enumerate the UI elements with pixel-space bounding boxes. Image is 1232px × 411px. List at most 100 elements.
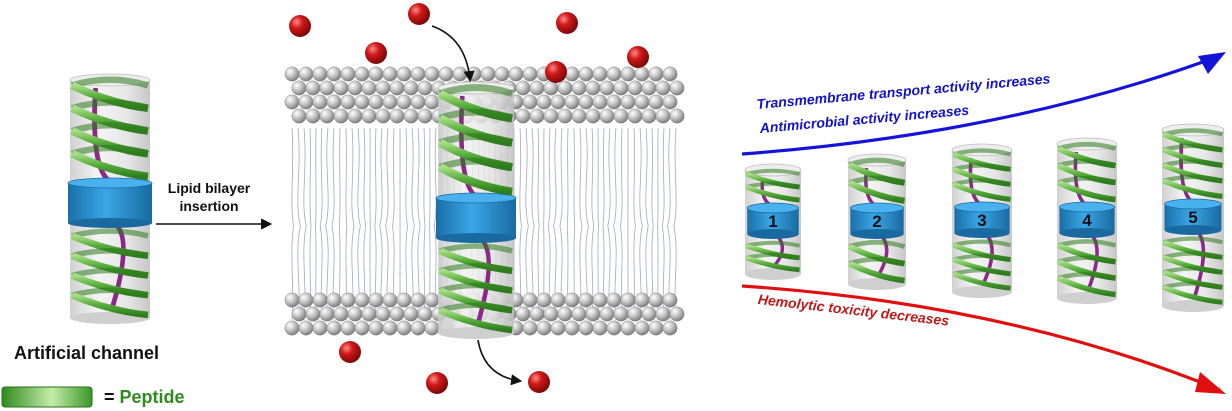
- lipid-head: [305, 80, 321, 96]
- lipid-head: [592, 94, 608, 110]
- lipid-head: [578, 66, 594, 82]
- lipid-head: [662, 94, 678, 110]
- lipid-tail: [620, 127, 623, 321]
- lipid-head: [606, 66, 622, 82]
- artificial-channel: [67, 73, 153, 324]
- ion: [556, 12, 578, 34]
- lipid-head: [389, 306, 405, 322]
- lipid-head: [410, 320, 426, 336]
- lipid-head: [396, 320, 412, 336]
- helix-back-strand: [71, 267, 149, 279]
- lipid-tail: [357, 127, 361, 321]
- artificial-channel: [435, 81, 517, 339]
- helix-back-strand: [953, 253, 1011, 262]
- helix-back-strand: [1057, 255, 1117, 264]
- channel-title: Artificial channel: [14, 343, 160, 363]
- lipid-head: [284, 320, 300, 336]
- lipid-tail: [423, 127, 426, 321]
- lipid-head: [410, 66, 426, 82]
- lipid-head: [655, 108, 671, 124]
- legend-equals: =: [104, 387, 120, 407]
- lipid-head: [585, 108, 601, 124]
- lipid-head: [284, 66, 300, 82]
- lipid-head: [515, 108, 531, 124]
- lipid-head: [627, 108, 643, 124]
- helix-back-strand: [953, 268, 1011, 276]
- lipid-tail: [547, 127, 551, 321]
- lipid-head: [599, 80, 615, 96]
- lipid-tail: [613, 127, 617, 321]
- lipid-head: [340, 320, 356, 336]
- lipid-head: [375, 80, 391, 96]
- lipid-head: [375, 306, 391, 322]
- helix-back-strand: [1162, 143, 1224, 152]
- lipid-head: [494, 66, 510, 82]
- helix-front-strand: [848, 260, 905, 284]
- lipid-head: [354, 94, 370, 110]
- helix-back-strand: [1163, 281, 1223, 290]
- lipid-tail: [338, 127, 341, 321]
- lipid-head: [417, 306, 433, 322]
- lipid-tail: [379, 127, 383, 321]
- lipid-head: [396, 66, 412, 82]
- lipid-head: [284, 94, 300, 110]
- core-top: [849, 202, 905, 214]
- lipid-head: [333, 306, 349, 322]
- lipid-tail: [303, 127, 307, 321]
- channel-core: [67, 177, 153, 228]
- lipid-head: [452, 66, 468, 82]
- lipid-head: [529, 108, 545, 124]
- helix-front-strand: [1057, 275, 1116, 298]
- lipid-head: [396, 94, 412, 110]
- lipid-head: [564, 94, 580, 110]
- lipid-head: [305, 108, 321, 124]
- helix-back-strand: [438, 133, 514, 146]
- lipid-head: [599, 108, 615, 124]
- helix-back-strand: [848, 157, 906, 168]
- lipid-head: [340, 94, 356, 110]
- helix-back-strand: [439, 282, 513, 294]
- channel-core: 4: [1059, 201, 1116, 238]
- lipid-head: [340, 66, 356, 82]
- channel-number: 1: [768, 212, 777, 231]
- core-bottom: [850, 229, 904, 239]
- lipid-head: [536, 320, 552, 336]
- ion: [426, 372, 448, 394]
- lipid-head: [634, 292, 650, 308]
- lipid-head: [641, 108, 657, 124]
- lipid-head: [669, 108, 685, 124]
- helix-front-strand: [745, 255, 800, 273]
- helix-back-strand: [848, 256, 906, 266]
- insertion-label: Lipid bilayer insertion: [167, 180, 251, 214]
- lipid-tail: [673, 127, 677, 321]
- helix-back-strand: [1057, 141, 1117, 151]
- peptide-helix: [1057, 141, 1117, 203]
- lipid-head: [634, 94, 650, 110]
- helix-back-strand: [1162, 174, 1224, 183]
- channel-1: 1: [744, 163, 802, 280]
- lipid-head: [347, 80, 363, 96]
- lipid-head: [557, 80, 573, 96]
- lipid-head: [326, 66, 342, 82]
- helix-back-strand: [848, 175, 906, 186]
- lipid-tail: [374, 127, 377, 321]
- helix-front-strand: [745, 184, 800, 203]
- helix-back-strand: [1057, 271, 1117, 281]
- activity-increase-arrowhead: [1198, 52, 1226, 74]
- lipid-head: [669, 80, 685, 96]
- lipid-head: [655, 80, 671, 96]
- lipid-head: [585, 306, 601, 322]
- lipid-tail: [309, 127, 312, 321]
- lipid-head: [312, 320, 328, 336]
- lipid-tail: [433, 127, 437, 321]
- channel-number: 2: [872, 212, 881, 231]
- lipid-tail: [385, 127, 389, 321]
- lipid-tail: [639, 127, 643, 321]
- peptide-helix: [70, 76, 149, 181]
- lipid-tail: [607, 127, 611, 321]
- lipid-head: [529, 80, 545, 96]
- helix-back-strand: [1163, 236, 1223, 245]
- lipid-tail: [667, 127, 671, 321]
- lipid-head: [662, 320, 678, 336]
- lipid-head: [669, 306, 685, 322]
